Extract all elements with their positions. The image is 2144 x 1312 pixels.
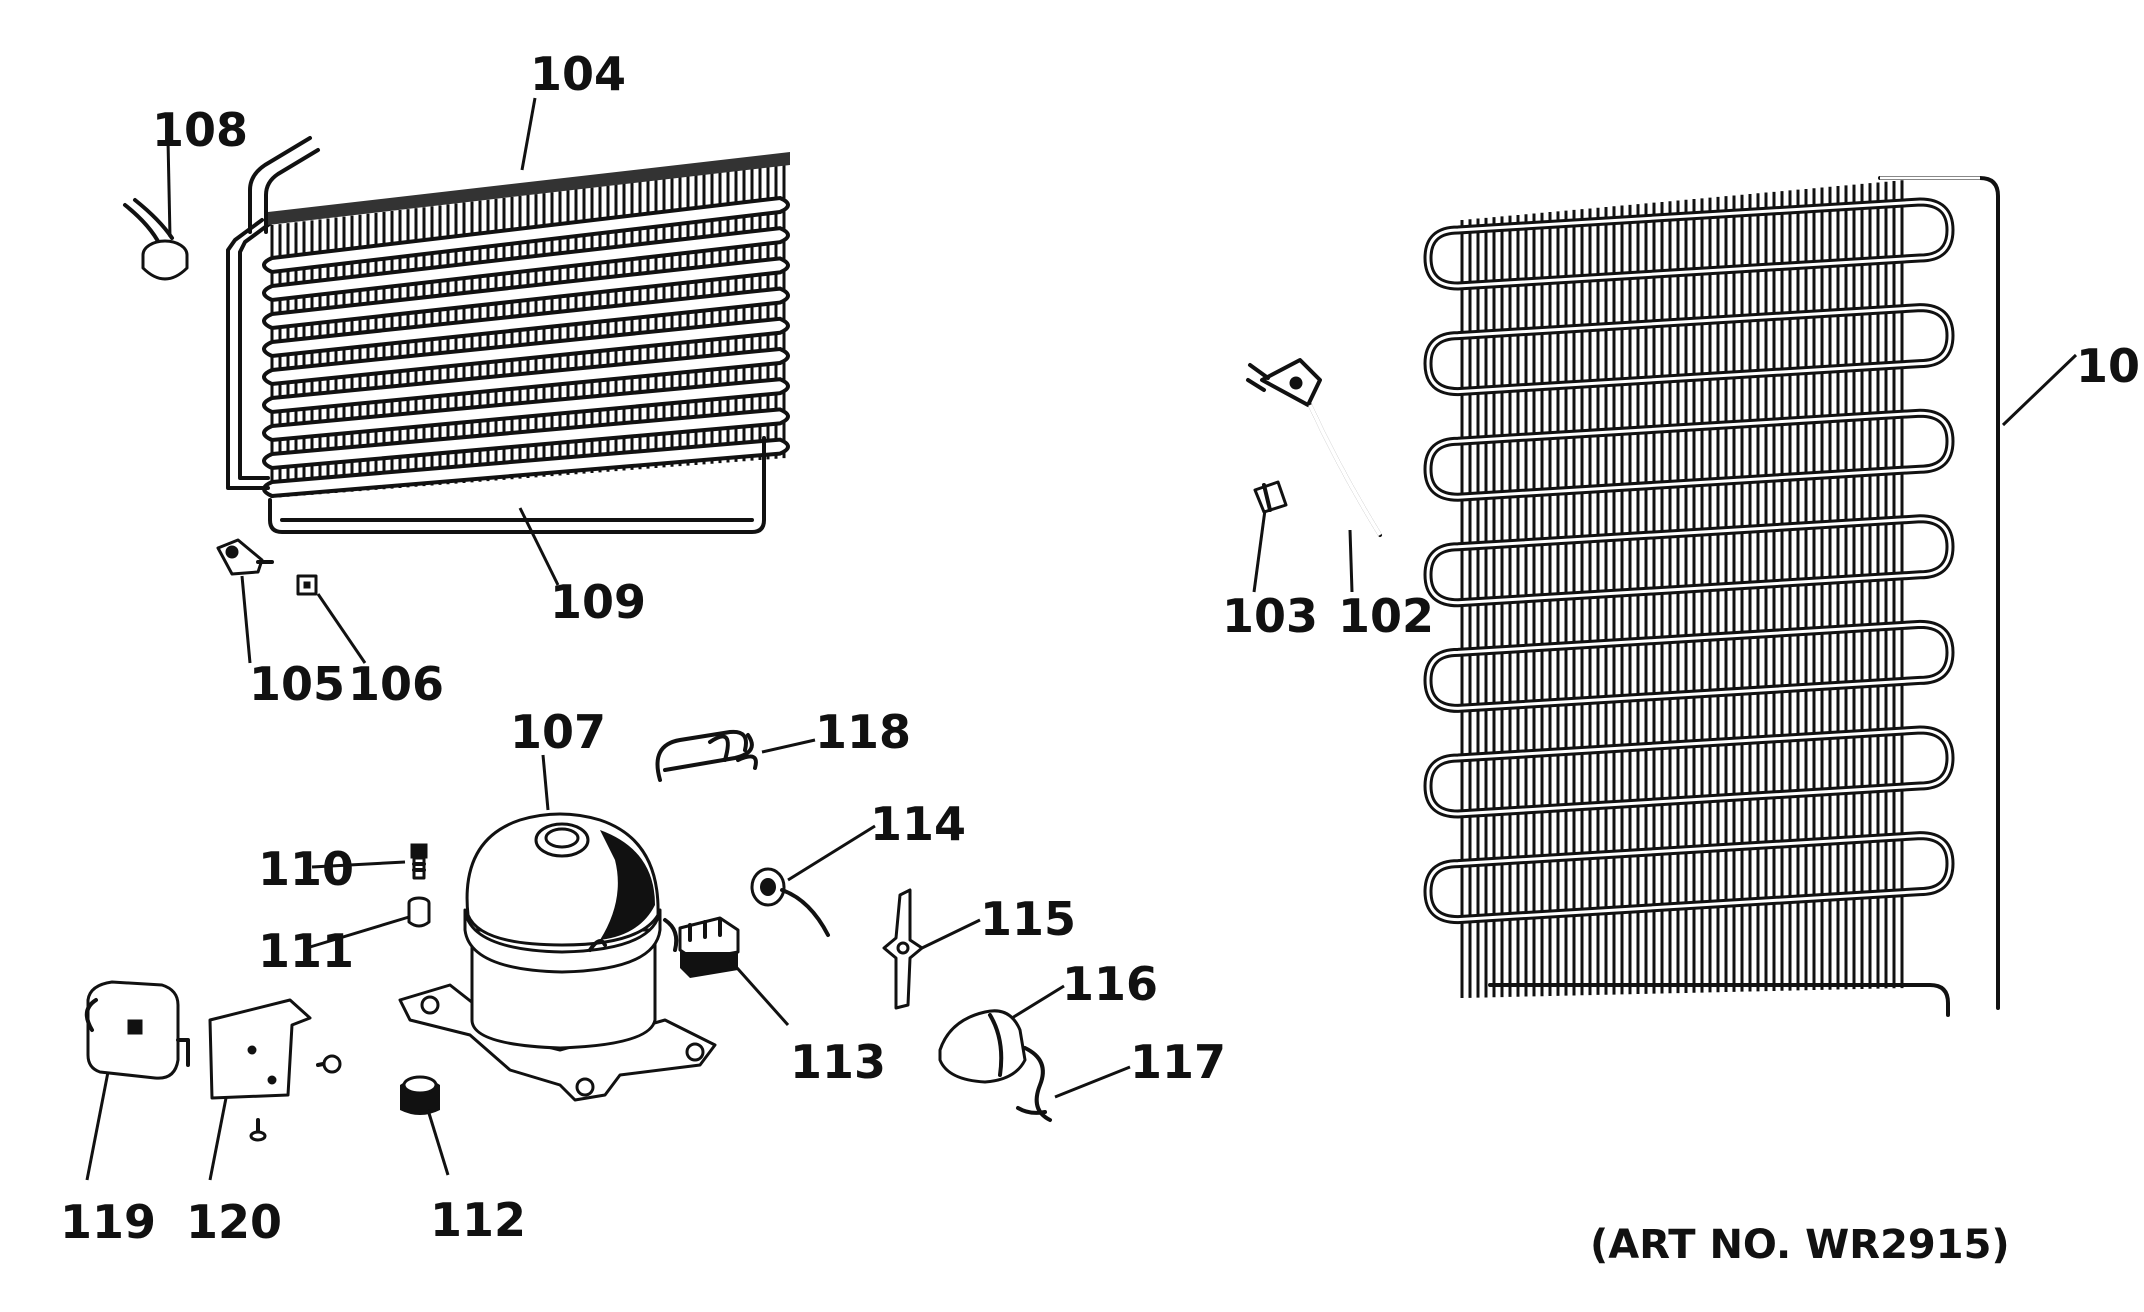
part-116-overload[interactable] — [938, 1009, 1027, 1084]
condenser-101[interactable] — [1423, 176, 2000, 1017]
drain-trough-109[interactable] — [268, 436, 766, 534]
part-108-capsule[interactable] — [123, 198, 189, 281]
part-106-nut[interactable] — [296, 574, 318, 596]
callout-109: 109 — [550, 575, 646, 629]
part-105-valve[interactable] — [216, 538, 274, 576]
callout-115: 115 — [980, 892, 1076, 946]
callout-105: 105 — [249, 657, 345, 711]
callout-101: 101 — [2076, 339, 2144, 393]
part-111-grommet[interactable] — [407, 896, 431, 928]
callout-117: 117 — [1130, 1035, 1226, 1089]
part-117-wire[interactable] — [1016, 1046, 1052, 1122]
part-113-relay[interactable] — [678, 916, 740, 978]
callout-108: 108 — [152, 103, 248, 157]
power-cord-102[interactable] — [1246, 358, 1382, 537]
callout-111: 111 — [258, 924, 354, 978]
part-120-bracket[interactable] — [208, 998, 342, 1142]
callout-120: 120 — [186, 1195, 282, 1249]
callout-labels: 101 102 103 104 105 106 107 108 109 110 … — [60, 47, 2144, 1249]
callout-119: 119 — [60, 1195, 156, 1249]
part-114-capacitor[interactable] — [750, 867, 830, 937]
callout-104: 104 — [530, 47, 626, 101]
part-103-connector[interactable] — [1253, 480, 1288, 514]
callout-103: 103 — [1222, 589, 1318, 643]
part-119-terminal-box[interactable] — [84, 980, 190, 1080]
callout-110: 110 — [258, 842, 354, 896]
callout-102: 102 — [1338, 589, 1434, 643]
evaporator-104[interactable] — [226, 136, 790, 499]
callout-106: 106 — [348, 657, 444, 711]
callout-118: 118 — [815, 705, 911, 759]
part-118-clip[interactable] — [655, 729, 758, 782]
compressor-107[interactable] — [398, 812, 717, 1102]
part-110-bolt[interactable] — [410, 843, 428, 880]
part-112-grommet[interactable] — [400, 1075, 440, 1115]
callout-113: 113 — [790, 1035, 886, 1089]
art-number: (ART NO. WR2915) — [1590, 1222, 2010, 1268]
leader-lines — [85, 97, 2078, 1181]
callout-112: 112 — [430, 1193, 526, 1247]
callout-107: 107 — [510, 705, 606, 759]
part-115-clip[interactable] — [882, 888, 924, 1010]
callout-114: 114 — [870, 797, 966, 851]
callout-116: 116 — [1062, 957, 1158, 1011]
